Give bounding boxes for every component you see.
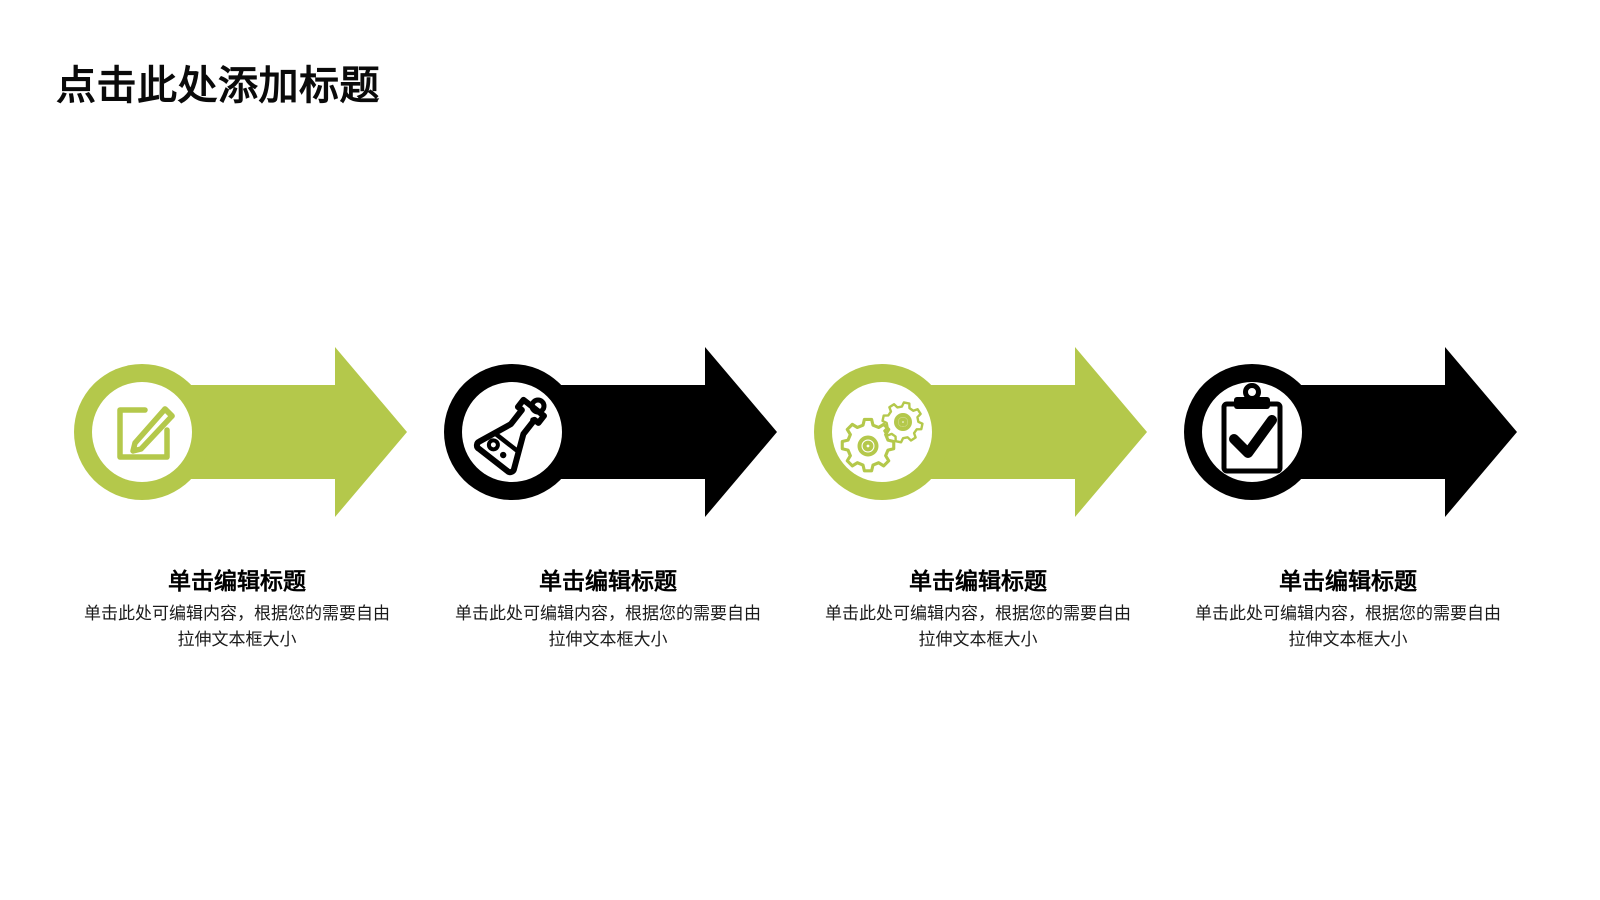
flask-bubbles-icon — [529, 397, 547, 423]
process-flow — [0, 330, 1600, 540]
caption-row: 单击编辑标题 单击此处可编辑内容，根据您的需要自由拉伸文本框大小 单击编辑标题 … — [0, 566, 1600, 696]
arrow-shape-2 — [524, 347, 777, 517]
caption-block-2: 单击编辑标题 单击此处可编辑内容，根据您的需要自由拉伸文本框大小 — [438, 566, 778, 652]
arrow-shape-1 — [154, 347, 407, 517]
step-2-graphic — [444, 347, 777, 517]
step-ring-inner-3 — [832, 382, 932, 482]
gears-icon — [840, 401, 924, 473]
flow-step-4[interactable] — [1174, 330, 1519, 540]
caption-body-1: 单击此处可编辑内容，根据您的需要自由拉伸文本框大小 — [84, 604, 390, 649]
caption-title-1: 单击编辑标题 — [168, 568, 306, 594]
page-title: 点击此处添加标题 — [56, 64, 380, 108]
caption-title-2: 单击编辑标题 — [539, 568, 677, 594]
caption-block-1: 单击编辑标题 单击此处可编辑内容，根据您的需要自由拉伸文本框大小 — [67, 566, 407, 652]
step-1-graphic — [74, 347, 407, 517]
caption-body-2: 单击此处可编辑内容，根据您的需要自由拉伸文本框大小 — [455, 604, 761, 649]
flow-step-2[interactable] — [434, 330, 779, 540]
caption-body-3: 单击此处可编辑内容，根据您的需要自由拉伸文本框大小 — [825, 604, 1131, 649]
caption-body-4: 单击此处可编辑内容，根据您的需要自由拉伸文本框大小 — [1195, 604, 1501, 649]
flask-icon — [473, 396, 547, 476]
flow-step-1[interactable] — [64, 330, 409, 540]
clipboard-check-icon — [1221, 383, 1283, 474]
step-ring-inner-4 — [1202, 382, 1302, 482]
caption-block-3: 单击编辑标题 单击此处可编辑内容，根据您的需要自由拉伸文本框大小 — [808, 566, 1148, 652]
arrow-shape-3 — [894, 347, 1147, 517]
caption-title-4: 单击编辑标题 — [1279, 568, 1417, 594]
step-3-graphic — [814, 347, 1147, 517]
step-4-graphic — [1184, 347, 1517, 517]
edit-pencil-icon — [117, 406, 175, 460]
caption-title-3: 单击编辑标题 — [909, 568, 1047, 594]
flow-step-3[interactable] — [804, 330, 1149, 540]
caption-block-4: 单击编辑标题 单击此处可编辑内容，根据您的需要自由拉伸文本框大小 — [1178, 566, 1518, 652]
arrow-shape-4 — [1264, 347, 1517, 517]
